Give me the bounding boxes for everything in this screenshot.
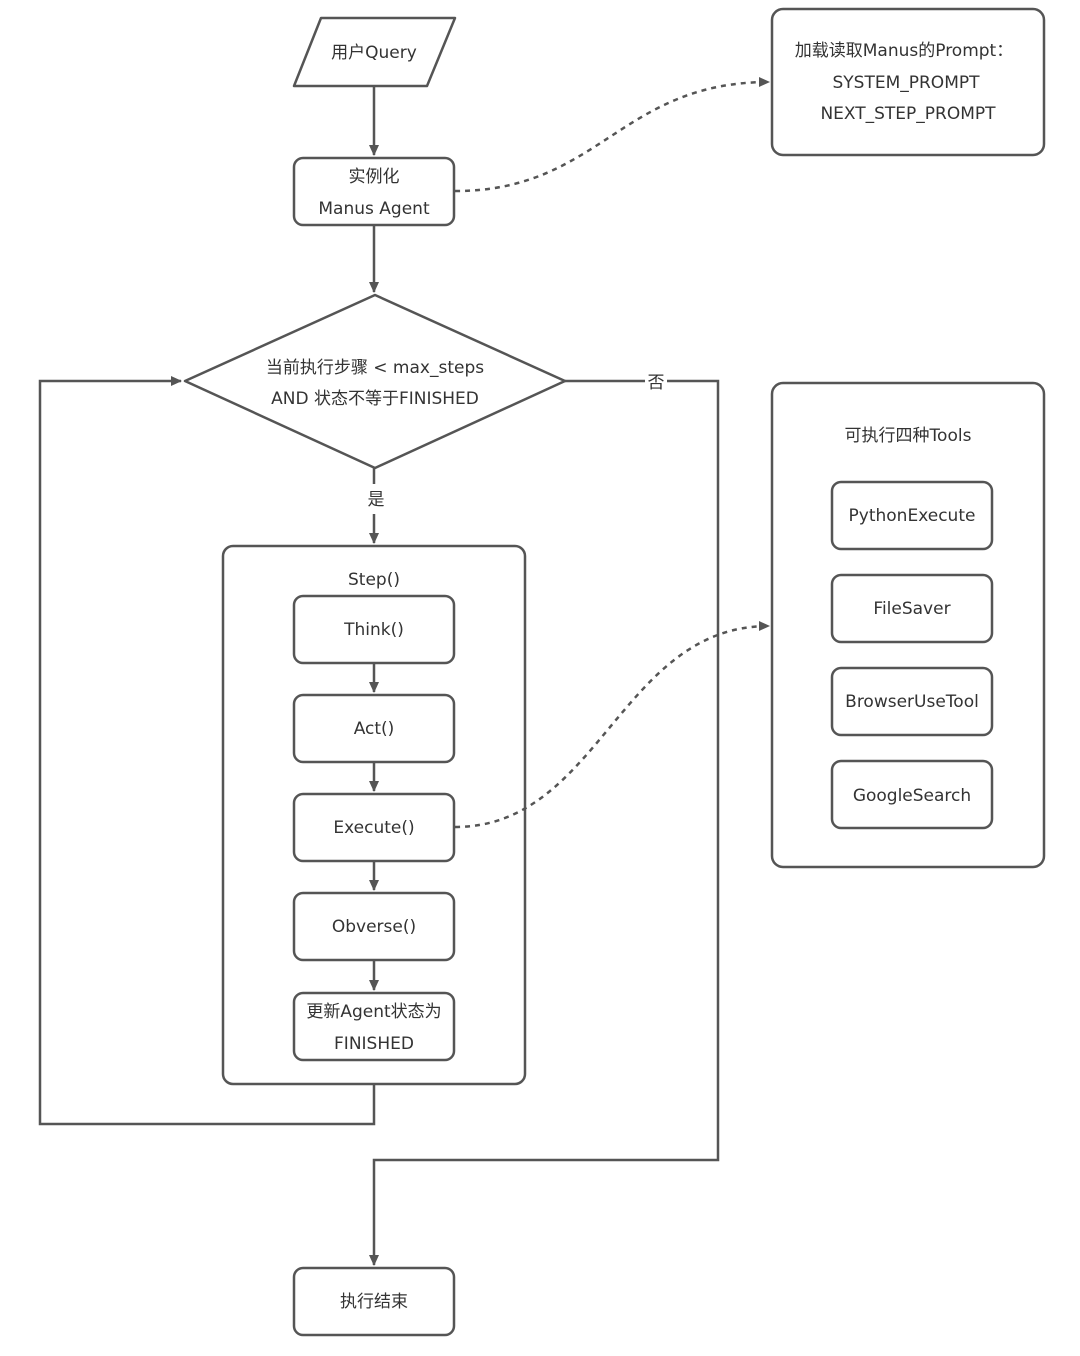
think-label: Think() [343, 620, 404, 640]
tool-label-filesaver: FileSaver [873, 599, 950, 619]
tool-label-browserusetool: BrowserUseTool [845, 692, 979, 712]
tool-label-pythonexecute: PythonExecute [849, 506, 976, 526]
tool-node-googlesearch [830, 759, 994, 830]
user-query-label: 用户Query [331, 43, 417, 63]
execute-label: Execute() [333, 818, 414, 838]
tools-container-title: 可执行四种Tools [845, 426, 972, 446]
arrow-no-branch [369, 379, 720, 1266]
no-label: 否 [648, 373, 665, 393]
tool-node-filesaver [830, 573, 994, 644]
user-query-node [292, 16, 457, 88]
update-state-node [292, 991, 456, 1062]
arrow-loop-back [38, 376, 376, 1126]
tool-node-pythonexecute [830, 480, 994, 551]
act-label: Act() [354, 719, 395, 739]
end-label: 执行结束 [340, 1292, 408, 1312]
dashed-arrow-to-tools [454, 621, 770, 829]
update-state-label-line2: FINISHED [334, 1034, 414, 1054]
decision-label-line2: AND 状态不等于FINISHED [271, 389, 479, 409]
decision-label-line1: 当前执行步骤 < max_steps [266, 358, 484, 378]
instantiate-label-line1: 实例化 [349, 167, 400, 187]
update-state-label-line1: 更新Agent状态为 [306, 1002, 441, 1022]
prompt-box-line3: NEXT_STEP_PROMPT [820, 104, 996, 124]
tool-label-googlesearch: GoogleSearch [853, 786, 971, 806]
dashed-arrow-to-prompt [454, 77, 770, 193]
observe-label: Obverse() [332, 917, 416, 937]
decision-node [183, 293, 567, 470]
no-label-bg [645, 369, 667, 393]
prompt-box-line2: SYSTEM_PROMPT [832, 73, 980, 93]
tools-container [770, 381, 1046, 869]
prompt-box-line1: 加载读取Manus的Prompt： [795, 41, 1013, 61]
tool-node-browserusetool [830, 666, 994, 737]
yes-label: 是 [368, 490, 385, 510]
step-container-title: Step() [348, 570, 400, 590]
instantiate-label-line2: Manus Agent [318, 199, 430, 219]
prompt-box [770, 7, 1046, 157]
end-node [292, 1266, 456, 1337]
